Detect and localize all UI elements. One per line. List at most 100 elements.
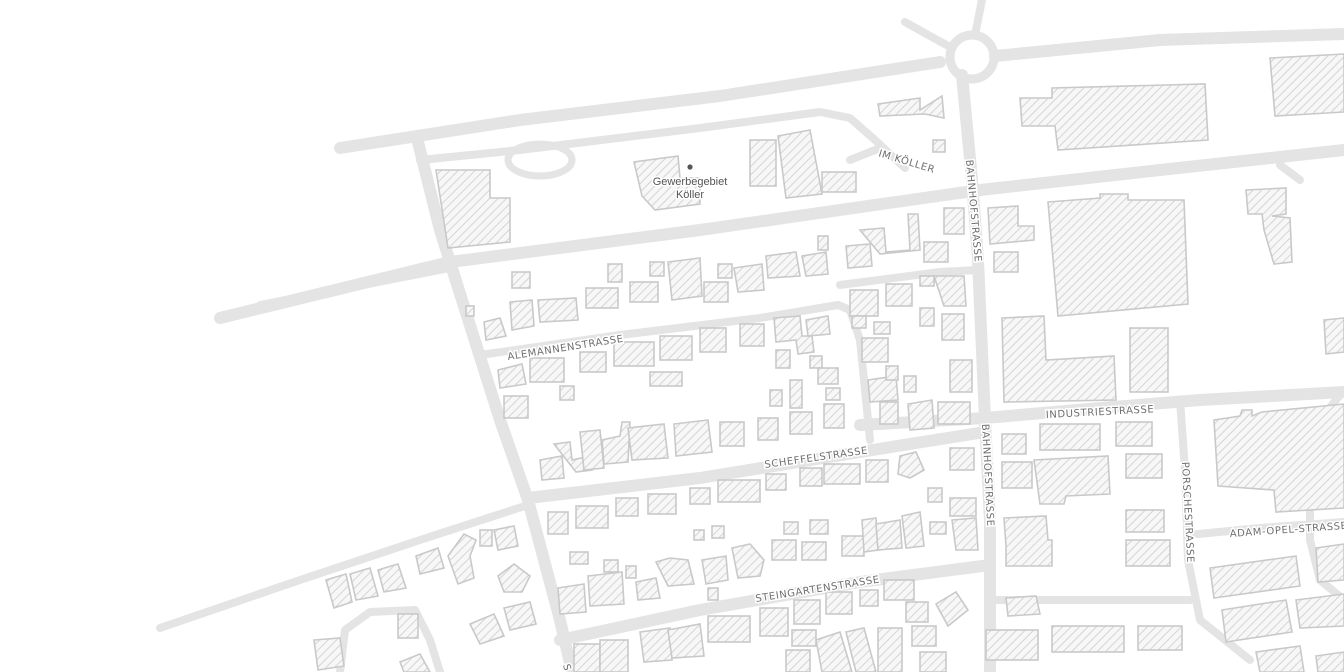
building: [627, 423, 669, 461]
building: [901, 511, 925, 549]
building: [639, 627, 673, 663]
building: [701, 555, 729, 585]
building: [757, 417, 779, 441]
building: [667, 257, 703, 301]
building: [479, 529, 493, 547]
building: [1039, 423, 1101, 451]
building: [769, 389, 783, 407]
buildings: [313, 53, 1344, 672]
road-loop-ellipse: [504, 140, 576, 180]
road-bahnhofstrasse: [956, 69, 996, 672]
building: [703, 281, 729, 303]
building: [789, 379, 803, 409]
building: [919, 275, 935, 287]
building: [613, 341, 655, 367]
street-label-partial-s: S: [560, 663, 572, 672]
building: [841, 535, 865, 557]
road-alemannenstrasse: [476, 301, 874, 444]
building: [805, 315, 831, 337]
building: [1129, 327, 1169, 393]
building: [911, 625, 937, 647]
building: [397, 613, 419, 639]
building: [875, 519, 903, 551]
building: [861, 517, 879, 553]
building: [885, 283, 913, 307]
building: [932, 275, 967, 307]
building: [649, 371, 683, 387]
building: [877, 94, 945, 120]
poi-gewerbegebiet-koeller[interactable]: Gewerbegebiet Köller: [651, 164, 729, 203]
building: [579, 351, 607, 373]
building: [1033, 455, 1111, 505]
building: [547, 511, 569, 535]
building: [1137, 625, 1183, 651]
building: [801, 251, 829, 277]
building: [929, 521, 947, 535]
building: [851, 315, 867, 329]
building: [325, 572, 353, 610]
building: [1209, 555, 1301, 599]
building: [497, 363, 527, 389]
building: [791, 629, 817, 647]
building: [1001, 461, 1033, 489]
building: [817, 367, 839, 385]
building: [1019, 83, 1209, 151]
road-block-north: [836, 266, 982, 289]
building: [377, 563, 408, 593]
building: [809, 519, 829, 535]
building: [603, 559, 619, 573]
building: [1001, 433, 1027, 455]
building: [569, 551, 589, 565]
building: [503, 395, 529, 419]
street-label-im-koeller: IM KÖLLER: [877, 146, 937, 176]
building: [849, 289, 879, 317]
building: [987, 205, 1035, 245]
building: [511, 271, 531, 289]
building: [1051, 625, 1125, 653]
road-steingartenstrasse: [554, 559, 996, 646]
building: [825, 591, 853, 615]
poi-label-line1: Gewerbegebiet: [653, 176, 728, 188]
building: [654, 557, 696, 587]
building: [932, 139, 946, 153]
building: [937, 401, 971, 425]
road-main-diagonal: [214, 144, 1344, 324]
building: [897, 451, 926, 479]
road-west-vertical: [412, 136, 578, 672]
building: [601, 421, 631, 465]
building: [1125, 539, 1171, 567]
building: [765, 473, 787, 491]
building: [659, 335, 693, 361]
building: [468, 612, 506, 645]
road-north-arterial: [334, 56, 946, 154]
building: [673, 419, 713, 457]
road-koeller-loop: [414, 108, 909, 172]
building: [719, 421, 745, 447]
building: [599, 639, 629, 672]
road-adam-opel-strasse: [1184, 518, 1344, 539]
building: [313, 637, 345, 671]
road-north-east: [989, 28, 1344, 62]
building: [557, 583, 587, 615]
building: [537, 297, 579, 323]
building: [1221, 599, 1293, 643]
building: [949, 359, 973, 393]
building: [775, 349, 791, 369]
road-im-koeller: [846, 144, 884, 164]
building: [923, 241, 949, 263]
building: [771, 539, 797, 561]
building: [993, 251, 1019, 273]
building: [575, 505, 609, 529]
building: [817, 235, 829, 251]
building: [985, 629, 1039, 661]
building: [879, 401, 899, 425]
building: [919, 307, 935, 327]
building: [903, 375, 917, 393]
building: [1295, 593, 1344, 629]
road-scheffelstrasse: [522, 426, 991, 504]
building: [859, 589, 879, 607]
building: [783, 521, 799, 535]
building: [647, 493, 677, 515]
